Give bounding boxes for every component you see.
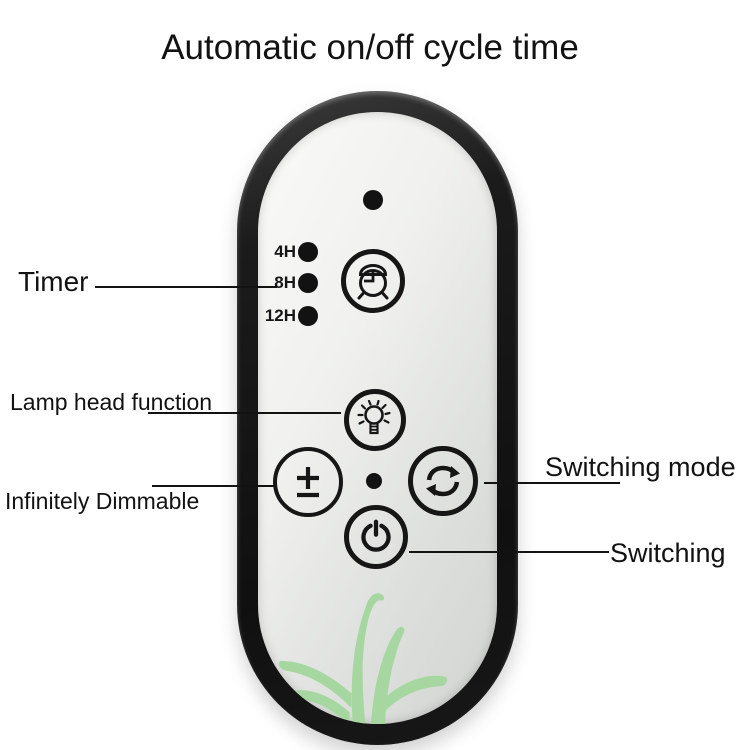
alarm-clock-icon [357,264,389,300]
timer-level-12h-dot [298,306,318,326]
lamp-head-button [344,389,406,451]
plant-graphic [278,593,448,724]
annotation-dimmable-line [152,485,274,487]
indicator-led [363,190,383,210]
annotation-switching: Switching [610,538,726,568]
page-title: Automatic on/off cycle time [161,28,579,67]
timer-level-4h-label: 4H [274,242,296,261]
cycle-arrows-icon [426,465,460,497]
switch-mode-button [408,446,478,516]
plus-minus-icon [297,467,319,498]
timer-level-4h-dot [298,242,318,262]
power-button [344,505,408,569]
annotation-switch-mode-line [484,482,620,484]
timer-level-12h-label: 12H [264,306,296,325]
annotation-lamp-head-line [148,412,341,414]
annotation-lamp-head: Lamp head function [10,389,213,415]
bulb-icon [357,400,391,435]
annotation-timer-line [95,286,277,288]
remote-face: 4H 8H 12H [258,112,497,724]
annotation-dimmable: Infinitely Dimmable [5,488,200,514]
annotation-switching-line [409,551,609,553]
annotation-timer: Timer [18,266,89,297]
timer-button [341,249,405,313]
annotation-switch-mode: Switching mode [545,452,736,482]
power-icon [361,519,391,552]
timer-level-8h-dot [298,273,318,293]
timer-level-8h-label: 8H [274,273,296,292]
dimming-button [273,447,343,517]
remote-body: 4H 8H 12H [237,91,518,745]
center-dot [366,473,382,489]
